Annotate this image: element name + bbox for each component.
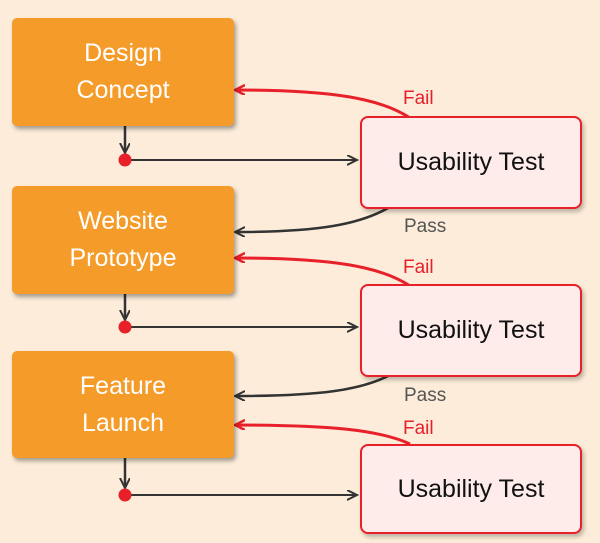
fail-arrow-2 [236,258,411,288]
junction-dot-1 [118,153,132,167]
pass-label-1: Pass [404,216,447,237]
junction-dot-2 [118,320,132,334]
usability-test-3: Usability Test [360,444,582,534]
pass-label-2: Pass [404,385,447,406]
pass-arrow-1 [236,206,389,232]
stage-design-concept: Design Concept [12,18,234,126]
usability-test-1: Usability Test [360,116,582,209]
stage-feature-launch: Feature Launch [12,351,234,458]
junction-dot-3 [118,488,132,502]
fail-label-2: Fail [403,257,434,278]
stage-website-prototype: Website Prototype [12,186,234,294]
usability-test-2: Usability Test [360,284,582,377]
fail-label-3: Fail [403,418,434,439]
fail-arrow-3 [236,425,411,446]
fail-label-1: Fail [403,88,434,109]
pass-arrow-2 [236,374,389,396]
fail-arrow-1 [236,90,411,120]
